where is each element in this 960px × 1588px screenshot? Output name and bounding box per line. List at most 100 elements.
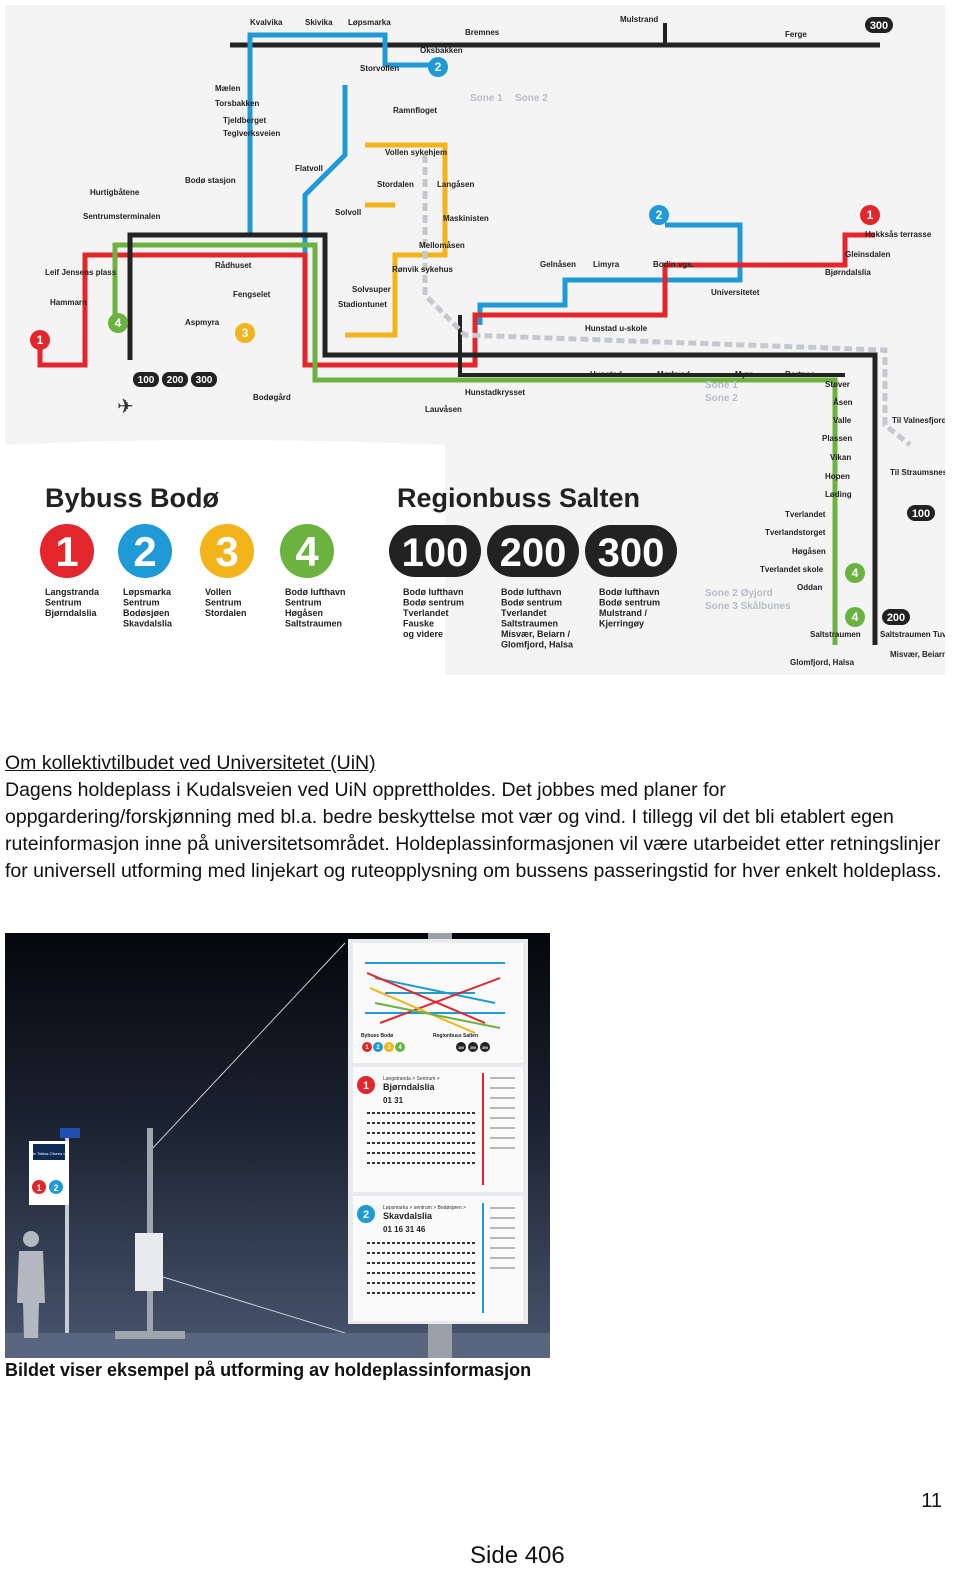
stop-label: Tjeldberget [223, 116, 266, 125]
stop-label: Plassen [822, 434, 852, 443]
stop-label: Bodin vgs. [653, 260, 694, 269]
svg-text:1: 1 [37, 333, 44, 347]
route-description: Bjørndalslia [45, 608, 98, 618]
zone-label: Sone 2 [705, 393, 738, 404]
mini-route-badge [362, 1042, 372, 1052]
mini-route-number: 4 [398, 1045, 402, 1051]
route-description: Sentrum [205, 598, 242, 608]
stop-label: Til Straumsnes Fauske og videre [890, 468, 945, 477]
svg-text:100: 100 [138, 375, 155, 386]
route-description: Fauske [403, 619, 434, 629]
svg-text:1: 1 [363, 1080, 369, 1092]
stop-label: Vikan [830, 453, 851, 462]
zone-label: Sone 1 [705, 380, 738, 391]
zone-label: Sone 2 Øyjord [705, 588, 773, 599]
route-badge-3 [200, 524, 254, 578]
route-number: 3 [215, 528, 238, 575]
mini-route-badge [384, 1042, 394, 1052]
panel1-prefix: Langstranda > Sentrum > [383, 1076, 440, 1082]
stop-label: Hokksås terrasse [865, 230, 932, 239]
route-description: Langstranda [45, 587, 100, 597]
route-description: Bodø lufthavn [599, 587, 660, 597]
route-description: Stordalen [205, 608, 247, 618]
stop-label: Ferge [785, 30, 807, 39]
stop-label: Oddan [797, 583, 822, 592]
route-description: Saltstraumen [501, 619, 558, 629]
svg-text:200: 200 [167, 375, 184, 386]
panel2-dest: Skavdalslia [383, 1211, 433, 1221]
stop-label: Gelnåsen [540, 260, 576, 269]
stop-label: Bremnes [465, 28, 500, 37]
mini-title: Regionbuss Salten [433, 1033, 478, 1039]
panel2-prefix: Løpsmarka > sentrum > Bodøsjøen > [383, 1205, 466, 1211]
route-description: Sentrum [123, 598, 160, 608]
route-description: Bodø lufthavn [403, 587, 464, 597]
route-map: Sone 1 Sone 2 Sone 1 Sone 2 Sone 2 Øyjor… [5, 5, 945, 675]
stop-label: Vollen sykehjem [385, 148, 447, 157]
stop-label: Støver [825, 380, 850, 389]
stop-label: Tverlandet skole [760, 565, 824, 574]
route-description: Bodø sentrum [403, 598, 464, 608]
stop-label: Løpsmarka [348, 18, 391, 27]
stop-label: Åsen [833, 398, 853, 407]
stop-label: Aspmyra [185, 318, 220, 327]
stop-label: Skivika [305, 18, 333, 27]
stop-label: Høgåsen [792, 547, 826, 556]
mini-route-badge [373, 1042, 383, 1052]
route-number: 200 [500, 531, 567, 575]
route-description: Høgåsen [285, 608, 323, 618]
route-description: Saltstraumen [285, 619, 342, 629]
stop-label: Til Valnesfjord Fauske [892, 416, 945, 425]
stop-label: Gleinsdalen [845, 250, 890, 259]
route-description: Mulstrand / [599, 608, 648, 618]
svg-text:2: 2 [435, 60, 442, 74]
panel2-times: 01 16 31 46 [383, 1225, 426, 1234]
stop-label: Mellomåsen [419, 241, 465, 250]
stop-label: Kvalvika [250, 18, 283, 27]
stop-label: Tverlandet [785, 510, 826, 519]
stop-label: Universitetet [711, 288, 760, 297]
svg-text:2: 2 [53, 1183, 58, 1193]
route-description: Bodø sentrum [599, 598, 660, 608]
zone-label: Sone 1 [470, 93, 503, 104]
legend-title-bybuss: Bybuss Bodø [45, 483, 220, 513]
route-number: 100 [402, 531, 469, 575]
svg-text:1: 1 [867, 208, 874, 222]
svg-text:100: 100 [912, 508, 930, 520]
mini-route-number: 300 [482, 1046, 488, 1050]
svg-text:3: 3 [242, 326, 249, 340]
route-number: 300 [598, 531, 665, 575]
side-label: Side 406 [470, 1542, 565, 1569]
route-badge-200 [487, 525, 579, 577]
mini-route-number: 3 [387, 1045, 391, 1051]
stop-label: Lauvåsen [425, 405, 462, 414]
stop-label: Hunstad [590, 370, 622, 379]
stop-label: Mælen [215, 84, 240, 93]
stop-label: Saltstraumen Tuv [880, 630, 945, 639]
route-description: Misvær, Beiarn / [501, 629, 571, 639]
stop-label: Flatvoll [295, 164, 323, 173]
route-badge-100 [389, 525, 481, 577]
stop-label: Langåsen [437, 180, 474, 189]
mini-route-number: 200 [470, 1046, 476, 1050]
svg-text:300: 300 [870, 20, 888, 32]
article-body: Dagens holdeplass i Kudalsveien ved UiN … [5, 779, 942, 882]
svg-text:4: 4 [115, 316, 122, 330]
stop-label: Bodø stasjon [185, 176, 236, 185]
route-description: Bodøsjøen [123, 608, 170, 618]
mini-route-badge [468, 1042, 478, 1052]
route-map-graphic: Sone 1 Sone 2 Sone 1 Sone 2 Sone 2 Øyjor… [5, 5, 945, 675]
mini-route-badge [480, 1042, 490, 1052]
stop-label: Torsbakken [215, 99, 259, 108]
svg-text:4: 4 [852, 610, 859, 624]
route-badge-4 [280, 524, 334, 578]
stop-label: Rådhuset [215, 261, 252, 270]
figure-caption: Bildet viser eksempel på utforming av ho… [5, 1360, 532, 1380]
svg-text:1: 1 [36, 1183, 41, 1193]
stop-label: Myra [735, 370, 754, 379]
svg-text:4: 4 [852, 566, 859, 580]
stop-label: Hopen [825, 472, 850, 481]
svg-text:200: 200 [887, 612, 905, 624]
zone-label: Sone 3 Skålbunes [705, 600, 791, 612]
